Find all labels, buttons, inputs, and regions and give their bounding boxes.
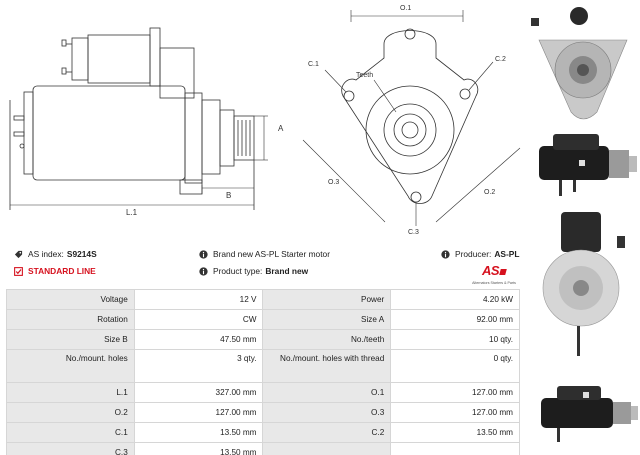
producer-label: Producer:	[455, 249, 492, 259]
producer-value: AS-PL	[494, 249, 520, 259]
spec-value: 127.00 mm	[390, 402, 520, 423]
as-index-label: AS index:	[28, 249, 64, 259]
dim-a-label: A	[278, 124, 284, 133]
dim-c1-label: C.1	[308, 61, 319, 68]
dim-l1-label: L.1	[126, 208, 138, 217]
as-index-value: S9214S	[66, 249, 97, 259]
info-icon	[199, 249, 208, 259]
spec-value: 0 qty.	[390, 349, 520, 383]
as-index: AS index: S9214S	[14, 249, 97, 259]
spec-label: Size B	[6, 329, 135, 350]
checkbox-icon	[14, 266, 23, 276]
spec-label: No./mount. holes with thread	[262, 349, 392, 383]
spec-label: C.3	[6, 442, 135, 455]
product-photos	[531, 7, 638, 442]
spec-label: Power	[262, 289, 392, 310]
as-pl-logo: AS Alternators Starters & Parts	[468, 262, 520, 285]
spec-label	[262, 442, 392, 455]
spec-value: 10 qty.	[390, 329, 520, 350]
standard-line: STANDARD LINE	[14, 266, 96, 276]
front-view	[302, 10, 521, 226]
spec-label: C.1	[6, 422, 135, 443]
info-icon	[199, 266, 208, 276]
spec-label: O.2	[6, 402, 135, 423]
info-icon	[441, 249, 450, 259]
product-type: Product type: Brand new	[199, 266, 308, 276]
logo-text: AS	[481, 263, 500, 278]
tag-icon	[14, 250, 23, 258]
description: Brand new AS-PL Starter motor	[199, 249, 330, 259]
spec-value	[390, 442, 520, 455]
spec-value: 13.50 mm	[390, 422, 520, 443]
spec-label: L.1	[6, 382, 135, 403]
dim-o1-label: O.1	[400, 5, 411, 12]
description-text: Brand new AS-PL Starter motor	[213, 249, 330, 259]
spec-value: 47.50 mm	[133, 329, 264, 350]
spec-label: O.3	[262, 402, 392, 423]
spec-value: 13.50 mm	[133, 422, 264, 443]
spec-label: No./teeth	[262, 329, 392, 350]
side-view	[9, 27, 268, 210]
spec-label: Size A	[262, 309, 392, 330]
spec-value: CW	[133, 309, 264, 330]
spec-value: 4.20 kW	[390, 289, 520, 310]
spec-label: C.2	[262, 422, 392, 443]
spec-label: Voltage	[6, 289, 135, 310]
spec-value: 3 qty.	[133, 349, 264, 383]
dim-o3-label: O.3	[328, 179, 339, 186]
product-type-label: Product type:	[213, 266, 263, 276]
photo-side-2	[541, 386, 638, 442]
spec-value: 92.00 mm	[390, 309, 520, 330]
spec-label: Rotation	[6, 309, 135, 330]
logo-mark	[499, 269, 507, 275]
logo-subtitle: Alternators Starters & Parts	[472, 281, 516, 285]
spec-value: 127.00 mm	[390, 382, 520, 403]
standard-line-label: STANDARD LINE	[28, 266, 96, 276]
producer: Producer: AS-PL	[441, 249, 519, 259]
dim-b-label: B	[226, 191, 231, 200]
spec-value: 13.50 mm	[133, 442, 264, 455]
product-type-value: Brand new	[265, 266, 309, 276]
dim-o2-label: O.2	[484, 189, 495, 196]
spec-label: No./mount. holes	[6, 349, 135, 383]
technical-drawing: A B L.1 O.1 C.1 C.2 Teeth O.3 O.2 C.3	[9, 5, 521, 236]
spec-value: 12 V	[133, 289, 264, 310]
photo-side-1	[539, 134, 637, 196]
photo-rear	[542, 212, 625, 356]
dim-c3-label: C.3	[408, 229, 419, 236]
teeth-label: Teeth	[356, 72, 373, 79]
photo-front	[531, 7, 628, 120]
spec-value: 127.00 mm	[133, 402, 264, 423]
spec-value: 327.00 mm	[133, 382, 264, 403]
dim-c2-label: C.2	[495, 56, 506, 63]
spec-label: O.1	[262, 382, 392, 403]
